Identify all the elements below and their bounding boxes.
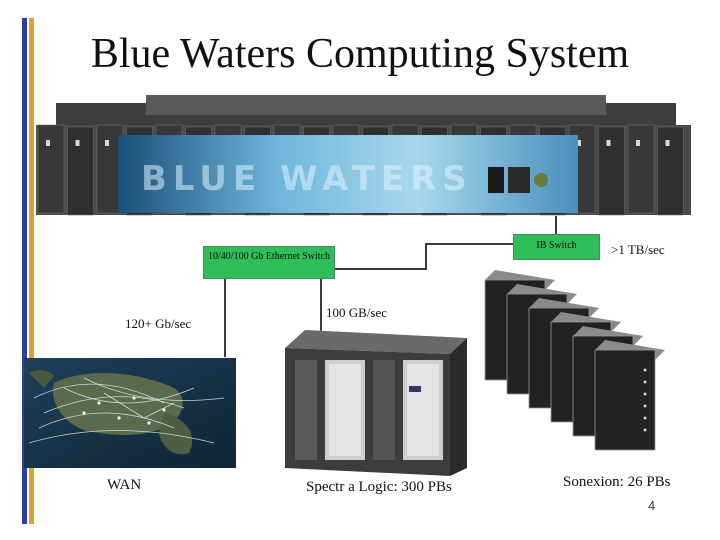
wan-map-image (24, 358, 236, 468)
ib-switch: IB Switch (513, 234, 600, 260)
wan-speed-label: 120+ Gb/sec (125, 316, 192, 331)
supercomputer-cabinets-image: BLUE WATERS (36, 95, 691, 216)
ethernet-switch: 10/40/100 Gb Ethernet Switch (203, 246, 335, 279)
wire-ib-horizontal (425, 243, 513, 245)
wire-ib-to-sonexion (555, 216, 557, 240)
spectra-logic-label: Spectr a Logic: 300 PBs (306, 479, 452, 495)
wire-ethernet-to-ib (335, 268, 427, 270)
sonexion-speed-label: >1 TB/sec (611, 242, 665, 257)
ethernet-switch-label: 10/40/100 Gb Ethernet Switch (208, 251, 330, 262)
storage-speed-label: 100 GB/sec (326, 305, 388, 320)
left-accent-bar-blue (22, 18, 27, 524)
wire-ethernet-to-storage (320, 279, 322, 331)
spectra-logic-library-image (285, 330, 467, 476)
page-number: 4 (648, 498, 656, 513)
sonexion-storage-image (484, 270, 665, 451)
slide-title: Blue Waters Computing System (90, 31, 630, 77)
ib-switch-label: IB Switch (536, 240, 577, 251)
sonexion-label: Sonexion: 26 PBs (563, 474, 671, 490)
wire-ib-vertical (425, 243, 427, 270)
left-accent-bar-gold (29, 18, 34, 524)
blue-waters-logo-text: BLUE WATERS (141, 159, 473, 199)
wire-ethernet-to-wan (224, 279, 226, 357)
wan-label: WAN (107, 477, 142, 493)
